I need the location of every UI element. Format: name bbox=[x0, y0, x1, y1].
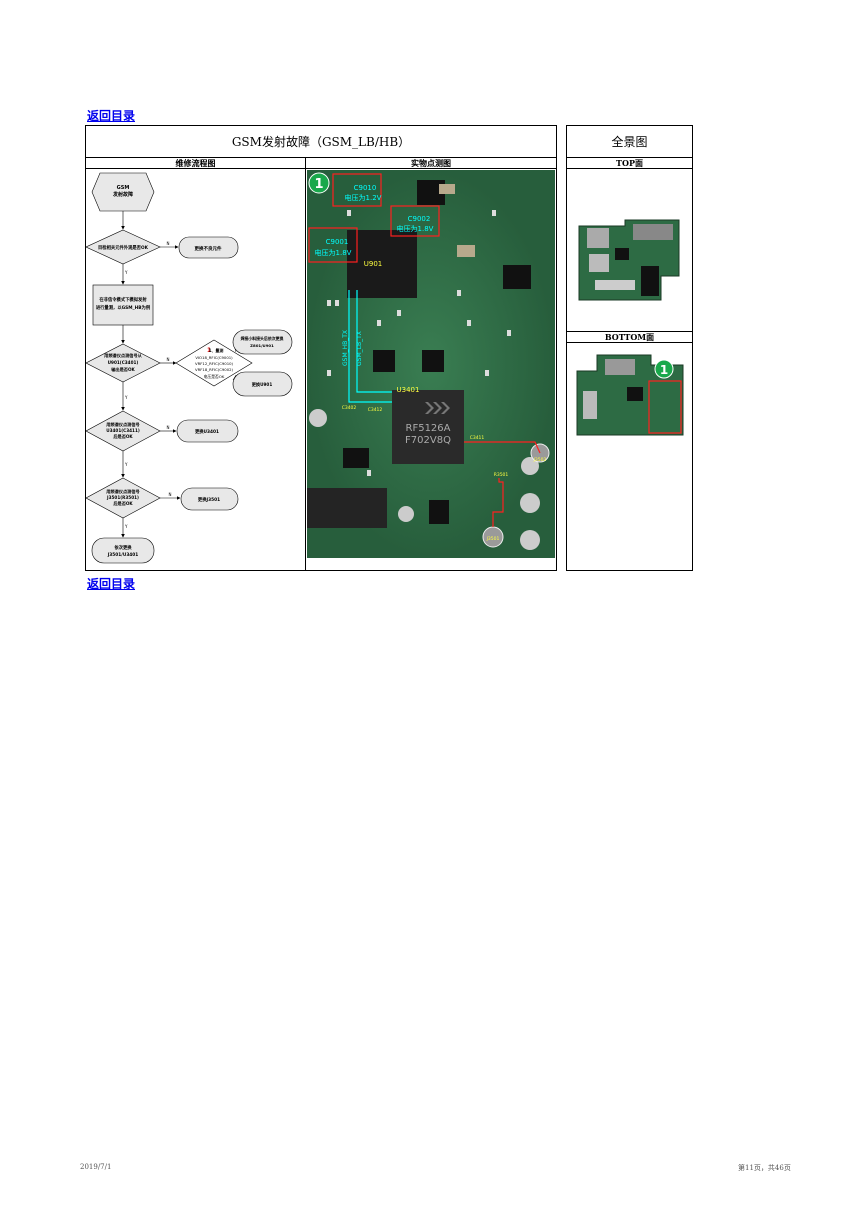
voltage-check-text-2: VIO18_RFIC(C9001) bbox=[195, 355, 233, 360]
u901-chip bbox=[347, 230, 417, 298]
end-text-1: 依次更换 bbox=[114, 544, 132, 551]
decision-u901-text-3: 输出是否OK bbox=[111, 366, 135, 373]
flowchart-column-header: 维修流程图 bbox=[86, 157, 305, 169]
back-to-contents-link-top[interactable]: 返回目录 bbox=[87, 109, 136, 123]
overview-marker-circle bbox=[654, 359, 674, 379]
red-step-number: 1 bbox=[207, 347, 211, 354]
replace-z801-text-1: 焊接小料接头后依次更换 bbox=[240, 336, 284, 341]
replace-u901-text: 更换U901 bbox=[252, 381, 273, 388]
repair-flowchart: GSM 发射故障 目检相关元件外观是否OK N 更换不良元件 Y 在非信令模式下… bbox=[86, 172, 293, 564]
process-tx-mode-text-2: 进行量测，以GSM_HB为例 bbox=[96, 304, 151, 311]
svg-text:C9002: C9002 bbox=[408, 215, 431, 223]
svg-text:N: N bbox=[169, 492, 172, 497]
svg-text:C3402: C3402 bbox=[342, 405, 357, 411]
photo-column-header: 实物点测图 bbox=[305, 157, 556, 169]
footer-page-number: 第11页，共46页 bbox=[738, 1164, 791, 1172]
svg-text:电压为1.8V: 电压为1.8V bbox=[397, 224, 434, 233]
svg-text:电压为1.2V: 电压为1.2V bbox=[345, 193, 382, 202]
voltage-check-text-3: VRF12_RFIC(C9010) bbox=[195, 361, 234, 366]
marker-number: 1 bbox=[314, 177, 323, 192]
decision-visual-check-text: 目检相关元件外观是否OK bbox=[98, 244, 149, 251]
chip-marking-1: RF5126A bbox=[406, 423, 451, 434]
replace-z801-text-2: Z801/U901 bbox=[250, 343, 274, 348]
end-terminal bbox=[91, 537, 155, 564]
replace-bad-part-terminal bbox=[178, 236, 239, 259]
replace-j3501-terminal bbox=[180, 487, 239, 511]
footer-date: 2019/7/1 bbox=[80, 1163, 112, 1171]
replace-u3401-text: 更换U3401 bbox=[195, 428, 219, 435]
main-table bbox=[85, 125, 557, 571]
voltage-check-text-4: VRF18_RFIC(C9002) bbox=[195, 367, 234, 372]
end-text-2: J3501/U3401 bbox=[107, 552, 139, 558]
svg-text:Y: Y bbox=[124, 524, 128, 529]
decision-voltage-check bbox=[175, 339, 253, 387]
chip-marking-2: F702V8Q bbox=[405, 435, 451, 446]
board-top-image bbox=[578, 219, 680, 301]
svg-text:C3411: C3411 bbox=[470, 435, 485, 441]
svg-text:Y: Y bbox=[124, 395, 128, 400]
voltage-check-text-1: 1、量测 bbox=[209, 347, 224, 353]
main-table-title: GSM发射故障（GSM_LB/HB） bbox=[231, 135, 411, 149]
svg-text:R3501: R3501 bbox=[494, 472, 509, 478]
decision-j3501-text-3: 后是否OK bbox=[113, 500, 133, 507]
back-to-contents-link-bottom[interactable]: 返回目录 bbox=[87, 577, 136, 591]
svg-text:N: N bbox=[167, 425, 170, 430]
c9002-highlight bbox=[390, 205, 440, 237]
overview-table bbox=[566, 125, 693, 571]
top-side-header: TOP面 bbox=[567, 157, 692, 169]
decision-u901-text-2: U901(C3401) bbox=[108, 360, 139, 365]
c9001-highlight bbox=[308, 227, 358, 263]
decision-u3401-text-2: U3401(C3411) bbox=[106, 428, 140, 433]
replace-bad-part-text: 更换不良元件 bbox=[195, 245, 222, 252]
svg-text:C9010: C9010 bbox=[354, 184, 377, 192]
svg-text:J3502: J3502 bbox=[533, 457, 547, 463]
no-label: N bbox=[167, 241, 170, 246]
decision-u901-text-1: 用频谱仪点测信号从 bbox=[104, 352, 143, 359]
svg-text:J3501: J3501 bbox=[486, 536, 500, 542]
bottom-highlight-box bbox=[648, 380, 682, 434]
pcb-test-point-photo: RF5126A F702V8Q 1 C9010 电压为1.2V C9002 电压… bbox=[307, 170, 555, 558]
svg-text:Y: Y bbox=[124, 462, 128, 467]
replace-u901-terminal bbox=[232, 371, 293, 397]
svg-text:C3412: C3412 bbox=[368, 407, 383, 413]
start-text-1: GSM bbox=[117, 185, 130, 191]
svg-text:电压为1.8V: 电压为1.8V bbox=[315, 248, 352, 257]
svg-text:N: N bbox=[167, 357, 170, 362]
marker-circle bbox=[308, 172, 330, 194]
start-hexagon bbox=[91, 172, 155, 212]
bottom-side-header: BOTTOM面 bbox=[567, 332, 692, 343]
svg-text:GSM_HB_TX: GSM_HB_TX bbox=[342, 330, 349, 366]
board-bottom-image: 1 bbox=[576, 354, 684, 436]
decision-j3501-text-2: J3501(R3501) bbox=[106, 495, 139, 500]
decision-j3501-text-1: 用频谱仪点测信号 bbox=[106, 488, 140, 495]
replace-z801-u901-terminal bbox=[232, 329, 293, 355]
decision-u3401-text-3: 后是否OK bbox=[113, 433, 133, 440]
svg-text:U3401: U3401 bbox=[397, 386, 420, 394]
voltage-check-text-5: 电压是否OK bbox=[204, 374, 225, 379]
replace-j3501-text: 更换J3501 bbox=[198, 496, 220, 503]
decision-u3401-text-1: 用频谱仪点测信号 bbox=[106, 421, 140, 428]
overview-title: 全景图 bbox=[611, 135, 648, 149]
start-text-2: 发射故障 bbox=[112, 191, 133, 198]
c9010-highlight bbox=[332, 173, 382, 207]
process-tx-mode bbox=[92, 284, 154, 326]
svg-text:GSM_LB_TX: GSM_LB_TX bbox=[356, 331, 363, 366]
column-divider bbox=[305, 169, 306, 571]
svg-text:U901: U901 bbox=[364, 260, 382, 268]
overview-marker-number: 1 bbox=[660, 363, 668, 377]
process-tx-mode-text-1: 在非信令模式下模拟发射 bbox=[99, 296, 147, 303]
yes-label: Y bbox=[124, 270, 128, 275]
replace-u3401-terminal bbox=[176, 419, 239, 443]
svg-text:C9001: C9001 bbox=[326, 238, 349, 246]
